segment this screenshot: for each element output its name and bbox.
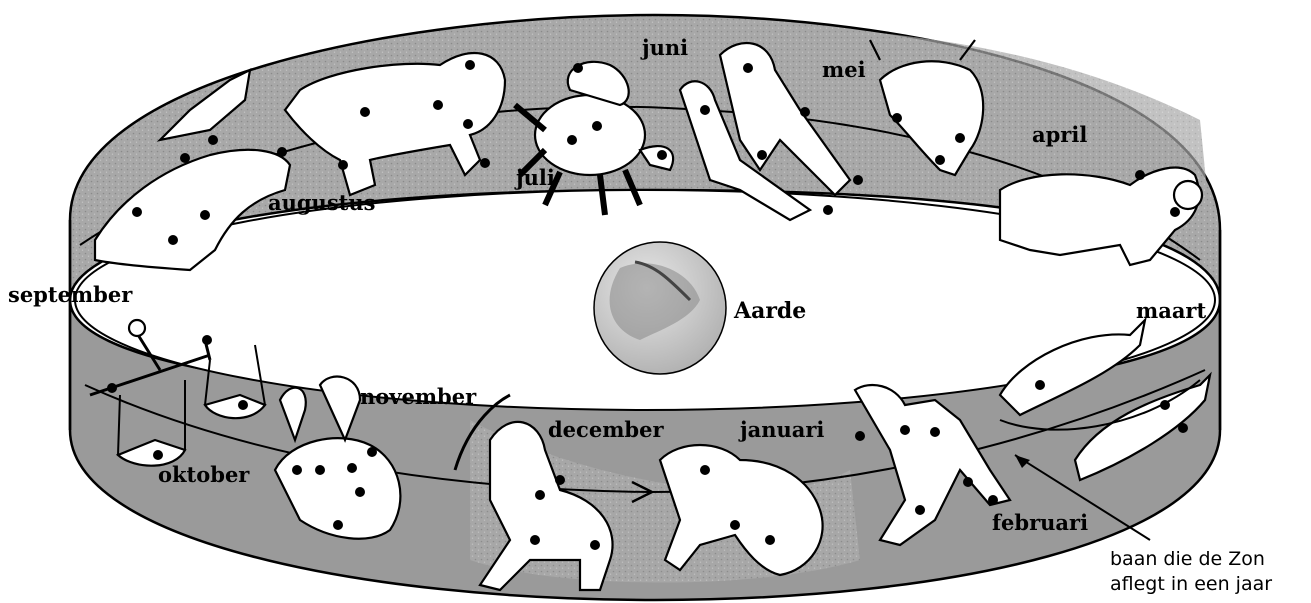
label-mei: mei xyxy=(822,57,866,82)
label-december: december xyxy=(548,417,664,442)
earth-label: Aarde xyxy=(733,298,806,324)
label-juni: juni xyxy=(640,35,688,60)
label-februari: februari xyxy=(992,510,1088,535)
label-augustus: augustus xyxy=(268,190,375,215)
annotation-line-2: aflegt in een jaar xyxy=(1110,573,1272,595)
label-september: september xyxy=(8,282,133,307)
label-november: november xyxy=(360,384,477,409)
earth-globe xyxy=(594,242,726,374)
label-januari: januari xyxy=(738,417,824,442)
label-oktober: oktober xyxy=(158,462,250,487)
annotation-line-1: baan die de Zon xyxy=(1110,548,1265,570)
label-april: april xyxy=(1032,122,1087,147)
label-maart: maart xyxy=(1136,298,1206,323)
label-juli: juli xyxy=(514,165,555,190)
